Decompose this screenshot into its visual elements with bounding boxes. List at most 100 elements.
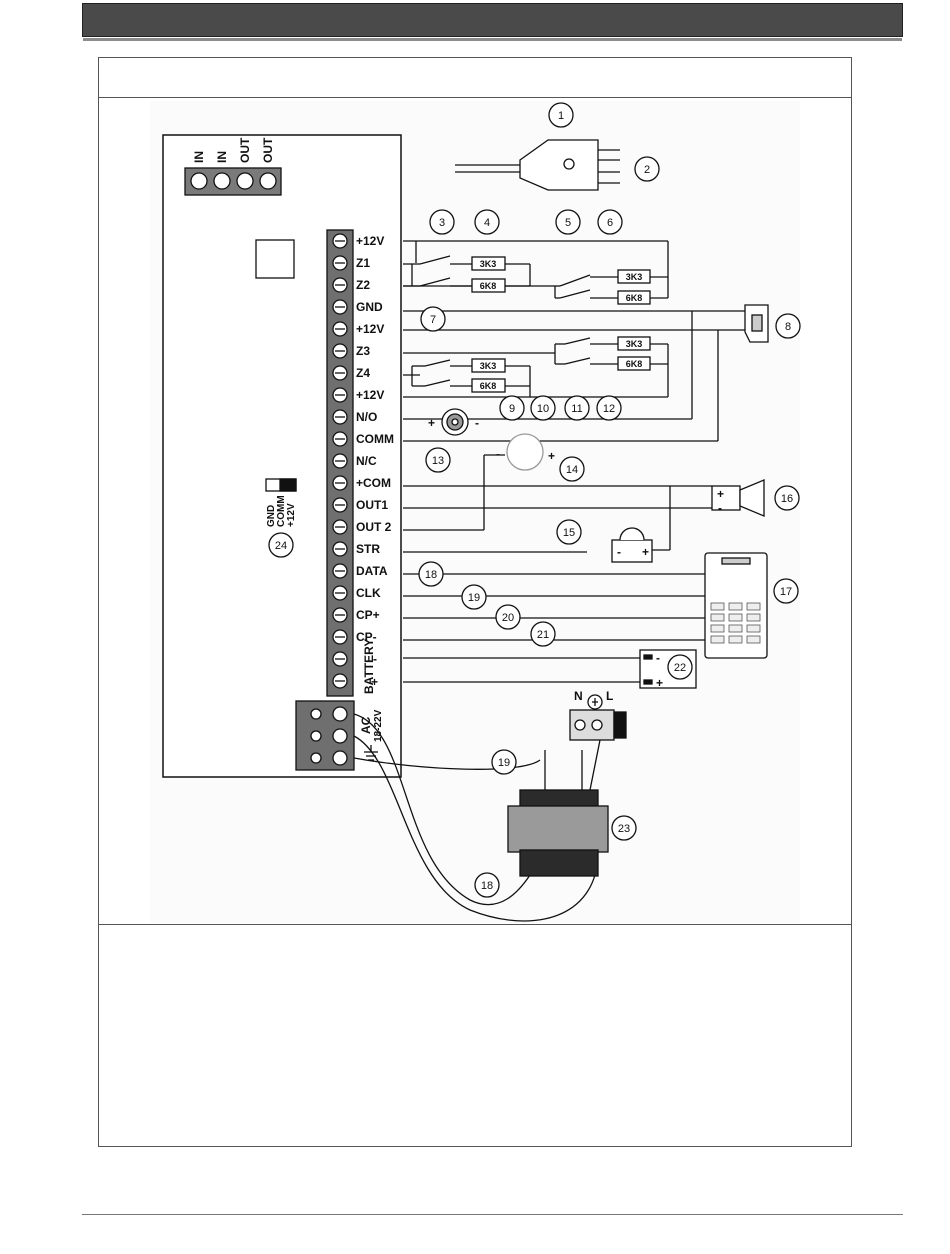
terminal-label: GND (356, 300, 383, 314)
callout-4: 4 (475, 210, 499, 234)
resistor-label: 6K8 (480, 281, 497, 291)
resistor-label: 6K8 (480, 381, 497, 391)
terminal-label: OUT1 (356, 498, 388, 512)
callout-9: 9 (500, 396, 524, 420)
callout-number: 19 (498, 757, 510, 769)
callout-number: 14 (566, 464, 578, 476)
callout-number: 16 (781, 493, 793, 505)
callout-19: 19 (492, 750, 516, 774)
terminal-label: N/C (356, 454, 377, 468)
callout-6: 6 (598, 210, 622, 234)
callout-number: 3 (439, 217, 445, 229)
top-terminal-label: OUT (261, 137, 275, 163)
resistor-label: 3K3 (480, 259, 497, 269)
callout-22: 22 (668, 655, 692, 679)
callout-12: 12 (597, 396, 621, 420)
top-terminal-label: IN (215, 151, 229, 163)
polarity-minus: - (475, 416, 479, 430)
callout-number: 20 (502, 612, 514, 624)
callout-13: 13 (426, 448, 450, 472)
callout-number: 23 (618, 823, 630, 835)
resistor-label: 3K3 (626, 339, 643, 349)
callout-number: 13 (432, 455, 444, 467)
resistor-label: 6K8 (626, 293, 643, 303)
callout-number: 19 (468, 592, 480, 604)
resistor-label: 3K3 (626, 272, 643, 282)
terminal-label: +12V (356, 234, 384, 248)
callout-number: 1 (558, 110, 564, 122)
main-terminal-screws (333, 234, 347, 688)
callout-number: 15 (563, 527, 575, 539)
callout-number: 22 (674, 662, 686, 674)
callout-18: 18 (475, 873, 499, 897)
callout-11: 11 (565, 396, 589, 420)
terminal-label: STR (356, 542, 380, 556)
siren-minus: - (718, 501, 722, 515)
callout-10: 10 (531, 396, 555, 420)
terminal-label: OUT 2 (356, 520, 392, 534)
top-terminal-label: IN (192, 151, 206, 163)
ac-label: AC (359, 716, 373, 734)
callout-18: 18 (419, 562, 443, 586)
callout-number: 2 (644, 164, 650, 176)
terminal-label: CP+ (356, 608, 380, 622)
smoke-sensor (507, 434, 543, 470)
terminal-label: Z2 (356, 278, 370, 292)
top-terminal-label: OUT (238, 137, 252, 163)
callout-number: 24 (275, 540, 287, 552)
polarity-minus: - (496, 447, 500, 461)
siren-plus: + (717, 487, 724, 501)
terminal-label: +12V (356, 388, 384, 402)
callout-3: 3 (430, 210, 454, 234)
terminal-label: N/O (356, 410, 377, 424)
callout-17: 17 (774, 579, 798, 603)
terminal-label: CLK (356, 586, 381, 600)
callout-21: 21 (531, 622, 555, 646)
mains-neutral-label: N (574, 689, 583, 703)
callout-number: 18 (481, 880, 493, 892)
callout-number: 21 (537, 629, 549, 641)
callout-number: 11 (571, 403, 582, 415)
resistor-label: 3K3 (480, 361, 497, 371)
pir-detector (745, 305, 768, 342)
callout-number: 6 (607, 217, 613, 229)
callout-number: 9 (509, 403, 515, 415)
callout-number: 5 (565, 217, 571, 229)
magnetic-contact (455, 140, 620, 190)
callout-number: 12 (603, 403, 615, 415)
callout-24: 24 (269, 533, 293, 557)
callout-16: 16 (775, 486, 799, 510)
battery-terminal-minus: - (656, 651, 660, 665)
battery-plus-sign: + (371, 675, 378, 689)
terminal-label: Z4 (356, 366, 370, 380)
terminal-label: Z1 (356, 256, 370, 270)
terminal-label: Z3 (356, 344, 370, 358)
callout-number: 17 (780, 586, 792, 598)
strobe-minus: - (617, 545, 621, 559)
strobe-plus: + (642, 545, 649, 559)
terminal-label: COMM (356, 432, 394, 446)
callout-14: 14 (560, 457, 584, 481)
terminal-label: DATA (356, 564, 388, 578)
terminal-label: +COM (356, 476, 391, 490)
callout-19: 19 (462, 585, 486, 609)
battery-minus-sign: - (373, 652, 377, 666)
callout-number: 7 (430, 314, 436, 326)
battery-terminal-plus: + (656, 676, 663, 690)
jumper-cap (280, 479, 296, 491)
mains-live-label: L (606, 689, 613, 703)
callout-7: 7 (421, 307, 445, 331)
callout-1: 1 (549, 103, 573, 127)
polarity-plus: + (428, 416, 435, 430)
callout-8: 8 (776, 314, 800, 338)
key-switch (442, 409, 468, 435)
resistors (472, 257, 650, 392)
callout-15: 15 (557, 520, 581, 544)
callout-5: 5 (556, 210, 580, 234)
callout-20: 20 (496, 605, 520, 629)
keypad (705, 553, 767, 658)
callout-2: 2 (635, 157, 659, 181)
callout-number: 8 (785, 321, 791, 333)
callout-number: 10 (537, 403, 549, 415)
